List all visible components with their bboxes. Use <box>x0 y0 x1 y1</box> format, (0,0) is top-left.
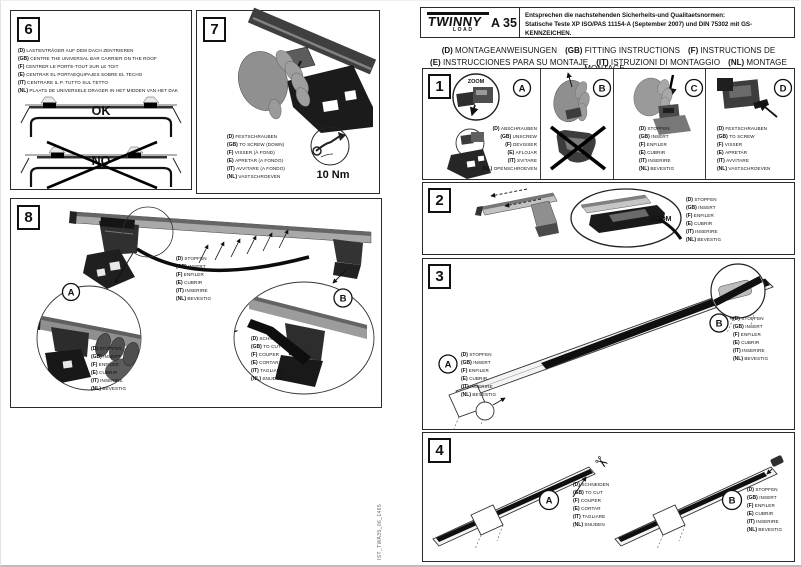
panel-7-steps: (D) FESTSCHRAUBEN(GB) TO SCREW (DOWN)(F)… <box>227 134 286 180</box>
panel-4-step-b-text: (D) STOPFEN(GB) INSERT(F) ENFILER(E) CUB… <box>747 487 783 533</box>
model-label: A 35 <box>491 16 517 30</box>
step-d-badge <box>773 78 793 98</box>
svg-text:B: B <box>599 84 606 95</box>
panel-2-illustrations: ZOOM <box>475 188 683 248</box>
step-a-badge <box>538 489 560 511</box>
zoom-detail: ZOOM <box>570 188 683 248</box>
panel-1: 1 ZOOM A <box>422 68 795 180</box>
svg-text:B: B <box>729 496 736 507</box>
panel-8-detail-a-text: (D) STOPFEN(GB) INSERT(F) ENFILER(E) CUB… <box>91 346 127 392</box>
panel-3-step-a-text: (D) STOPFEN(GB) INSERT(F) ENFILER(E) CUB… <box>461 352 497 398</box>
foot-bracket <box>287 65 373 133</box>
end-plug <box>475 397 506 421</box>
step-a-zoom-detail: ZOOM <box>452 73 500 121</box>
step-d-screw-clamp <box>717 78 778 118</box>
logo-overline <box>427 12 489 15</box>
detail-a-badge <box>61 282 81 302</box>
panel-1-illustrations: ZOOM A B <box>447 72 793 179</box>
step-a-clamp-on-foot <box>447 128 491 179</box>
step-b-badge <box>721 489 743 511</box>
step-a-badge <box>512 78 532 98</box>
panel-4-step-a-text: (D) SCHNEIDEN(GB) TO CUT(F) COUPER(E) CO… <box>573 482 610 528</box>
panel-8-main-steps: (D) STOPFEN(GB) INSERT(F) ENFILER(E) CUB… <box>176 256 212 302</box>
rubber-strap <box>136 247 310 272</box>
brand-subname: LOAD <box>453 27 474 33</box>
panel-6: 6 (D) LASTENTRÄGER AUF DEM DACH ZENTRIER… <box>10 10 192 190</box>
norms-line-2: Statische Teste XP ISO/PAS 11154-A (Sept… <box>525 21 753 37</box>
svg-text:A: A <box>546 496 553 507</box>
panel-4: 4 ✂ A B (D) SCHNEIDEN(GB) TO CUT(F) COUP… <box>422 432 795 562</box>
step-d-text: (D) FESTSCHRAUBEN(GB) TO SCREW(F) VISSER… <box>717 126 771 172</box>
svg-text:C: C <box>691 84 698 95</box>
step-b-badge <box>592 78 612 98</box>
cross-section-zoom <box>710 263 766 319</box>
step-a-badge <box>438 354 458 374</box>
cut-strip-diagram: ✂ <box>432 452 612 550</box>
step-b-hand-illustration <box>553 72 590 123</box>
document-code: IST_TWA35_06_1465 <box>377 503 383 560</box>
zoom-label: ZOOM <box>468 79 485 85</box>
svg-text:B: B <box>340 294 347 305</box>
panel-8-number: 8 <box>17 205 40 230</box>
panel-8: 8 <box>10 198 382 408</box>
svg-text:B: B <box>716 319 723 330</box>
zoom-label: ZOOM <box>651 216 672 223</box>
step-b-badge <box>709 313 729 333</box>
panel-4-illustrations: ✂ A B <box>432 452 784 550</box>
svg-text:A: A <box>519 84 526 95</box>
divider <box>540 69 541 179</box>
end-cap <box>770 455 784 467</box>
step-c-text: (D) STOPFEN(GB) INSERT(F) ENFILER(E) CUB… <box>639 126 675 172</box>
panel-2-number: 2 <box>428 188 451 213</box>
panel-6-steps: (D) LASTENTRÄGER AUF DEM DACH ZENTRIEREN… <box>18 48 179 94</box>
panel-3-step-b-text: (D) STOPFEN(GB) INSERT(F) ENFILER(E) CUB… <box>733 316 769 362</box>
torque-value: 10 Nm <box>316 169 350 181</box>
scissors-icon: ✂ <box>216 317 244 348</box>
panel-3-illustrations: A B <box>438 263 774 432</box>
svg-text:A: A <box>68 288 75 299</box>
step-a-text: (D) ABSCHRAUBEN(GB) UNSCREW(F) DEVISSER(… <box>482 126 537 172</box>
panel-3: 3 A B (D) ST <box>422 258 795 432</box>
svg-text:A: A <box>445 360 452 371</box>
divider <box>705 69 706 179</box>
step-c-hand-insert-plug <box>633 74 691 135</box>
svg-text:D: D <box>780 84 787 95</box>
roof-no-diagram: NO <box>20 140 182 190</box>
panel-8-illustrations: A ✂ B <box>36 206 375 395</box>
panel-3-number: 3 <box>428 264 451 289</box>
norms-box: Entsprechen die nachstehenden Sicherheit… <box>519 7 795 38</box>
norms-line-1: Entsprechen die nachstehenden Sicherheit… <box>525 12 726 19</box>
cross-out-line <box>46 140 158 190</box>
ok-label: OK <box>92 104 111 118</box>
panel-1-number: 1 <box>428 74 451 99</box>
assembled-bar-with-strap <box>69 206 372 289</box>
panel-4-number: 4 <box>428 438 451 463</box>
panel-2-steps: (D) STOPFEN(GB) INSERT(F) ENFILER(E) CUB… <box>686 197 722 243</box>
panel-7: 7 (D) FESTSCHRAUBEN(GB) TO SCREW (DOWN)(… <box>196 7 380 194</box>
panel-8-detail-b-text: (D) SCHNEIDEN(GB) TO CUT(F) COUPER(E) CO… <box>251 336 288 382</box>
insert-endcap-diagram <box>614 455 784 550</box>
scissors-icon: ✂ <box>591 452 612 474</box>
roof-ok-diagram: OK <box>20 96 182 137</box>
twinny-load-logo: TWINNY LOAD A 35 <box>420 7 521 38</box>
divider <box>613 69 614 179</box>
detail-b-illustration: ✂ <box>216 295 367 387</box>
hand-screwing-clamp-photo <box>238 7 377 133</box>
detail-callout-circle <box>122 206 174 258</box>
roof-bar <box>247 7 377 75</box>
step-c-badge <box>684 78 704 98</box>
cross-out-line <box>549 125 607 171</box>
detail-b-badge <box>333 288 353 308</box>
panel-6-number: 6 <box>17 17 40 42</box>
torque-wrench-icon <box>310 126 350 166</box>
panel-2: 2 ZOOM (D) STOPFEN(GB) INSERT(F) ENFILER… <box>422 182 795 255</box>
step-b-forbidden-illustration <box>549 125 607 171</box>
roof-mount-diagrams: OK NO <box>20 96 182 190</box>
bar-with-slide-arrows <box>475 188 559 237</box>
panel-7-number: 7 <box>203 17 226 42</box>
